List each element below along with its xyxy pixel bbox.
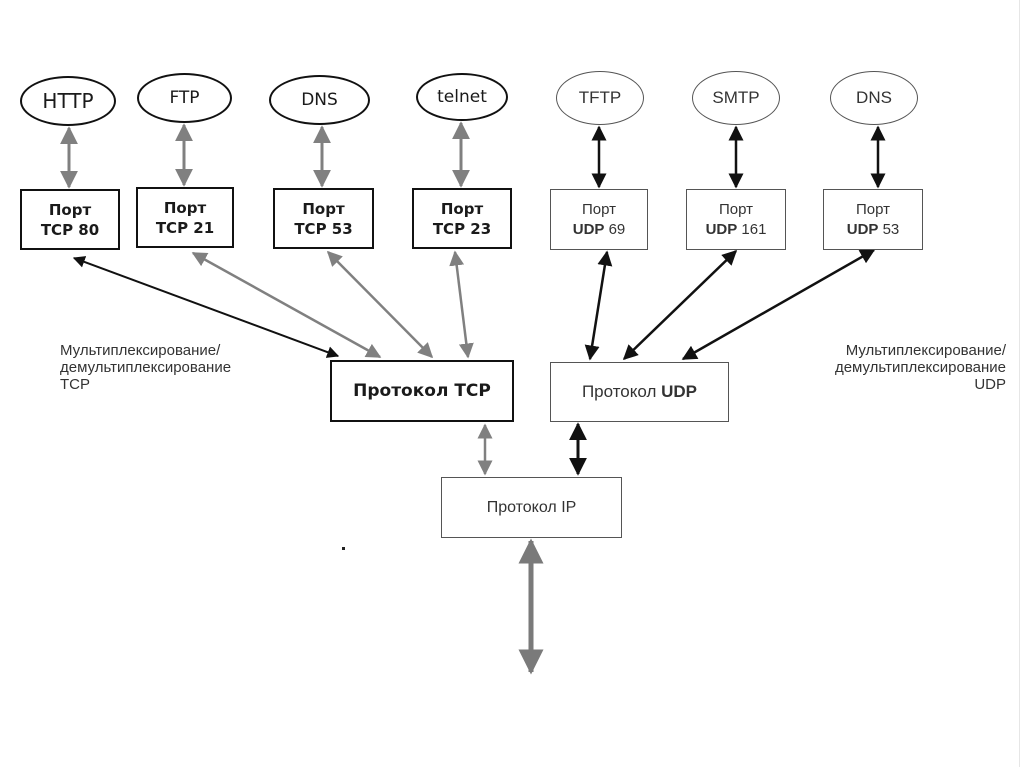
arrow-port53-udp [681,248,876,361]
app-label: HTTP [42,89,94,113]
app-dns-tcp: DNS [269,75,370,125]
port-number: 53 [331,219,353,238]
app-label: telnet [437,87,487,107]
app-tftp: TFTP [556,71,644,125]
arrow-port69-udp [584,250,613,361]
port-udp-161: Порт UDP 161 [686,189,786,250]
app-label: TFTP [578,88,622,107]
page-edge-line [1019,0,1020,767]
port-tcp-23: Порт TCP 23 [412,188,512,249]
port-label: Порт [440,199,484,218]
port-id: TCP 21 [156,218,214,238]
port-number: 23 [470,219,492,238]
app-label: DNS [856,88,892,107]
app-smtp: SMTP [692,71,780,125]
stray-dot [342,547,345,550]
app-http: HTTP [20,76,116,126]
protocol-name: TCP [454,381,491,401]
port-proto: TCP [40,220,74,239]
arrow-port53-tcp [326,250,434,359]
port-number: 21 [193,218,215,237]
udp-mux-label: Мультиплексирование/ демультиплексирован… [835,342,1006,393]
protocol-tcp-box: Протокол TCP [330,360,514,422]
port-id: TCP 80 [41,220,99,240]
protocol-udp-box: Протокол UDP [550,362,729,422]
port-id: UDP 161 [706,220,767,240]
port-number: 69 [608,220,626,238]
port-id: UDP 69 [573,220,626,240]
udp-mux-line2: демультиплексирование [834,359,1006,376]
arrow-port161-udp [622,249,738,361]
port-udp-53: Порт UDP 53 [823,189,923,250]
app-label: SMTP [712,88,760,107]
protocol-name: UDP [661,382,698,401]
protocol-ip-label: Протокол IP [486,498,577,516]
tcp-mux-line2: демультиплексирование [60,359,232,376]
app-label: FTP [169,88,200,108]
port-proto: UDP [846,220,879,238]
port-label: Порт [855,200,890,218]
port-label: Порт [581,200,616,218]
protocol-ip-box: Протокол IP [441,477,622,538]
port-tcp-53: Порт TCP 53 [273,188,374,249]
app-label: DNS [301,90,338,110]
app-dns-udp: DNS [830,71,918,125]
port-tcp-21: Порт TCP 21 [136,187,234,248]
port-udp-69: Порт UDP 69 [550,189,648,250]
udp-mux-line3: UDP [974,376,1006,393]
port-proto: TCP [155,218,189,237]
udp-mux-line1: Мультиплексирование/ [845,342,1006,359]
port-proto: TCP [432,219,466,238]
protocol-prefix: Протокол [353,381,449,401]
port-number: 80 [78,220,100,239]
port-label: Порт [718,200,753,218]
port-proto: TCP [294,219,327,238]
port-proto: UDP [572,220,605,238]
port-id: UDP 53 [847,220,900,240]
port-tcp-80: Порт TCP 80 [20,189,120,250]
app-ftp: FTP [137,73,232,123]
port-label: Порт [163,198,207,217]
app-telnet: telnet [416,73,508,121]
arrow-port23-tcp [449,250,474,359]
port-id: TCP 53 [294,219,352,239]
port-proto: UDP [705,220,738,238]
port-label: Порт [48,200,92,219]
port-id: TCP 23 [433,219,491,239]
tcp-mux-line3: TCP [60,376,90,393]
port-label: Порт [302,199,345,218]
tcp-mux-label: Мультиплексирование/ демультиплексирован… [60,342,231,393]
protocol-prefix: Протокол [581,382,657,401]
tcp-mux-line1: Мультиплексирование/ [60,342,221,359]
port-number: 53 [882,220,900,238]
port-number: 161 [741,220,767,238]
